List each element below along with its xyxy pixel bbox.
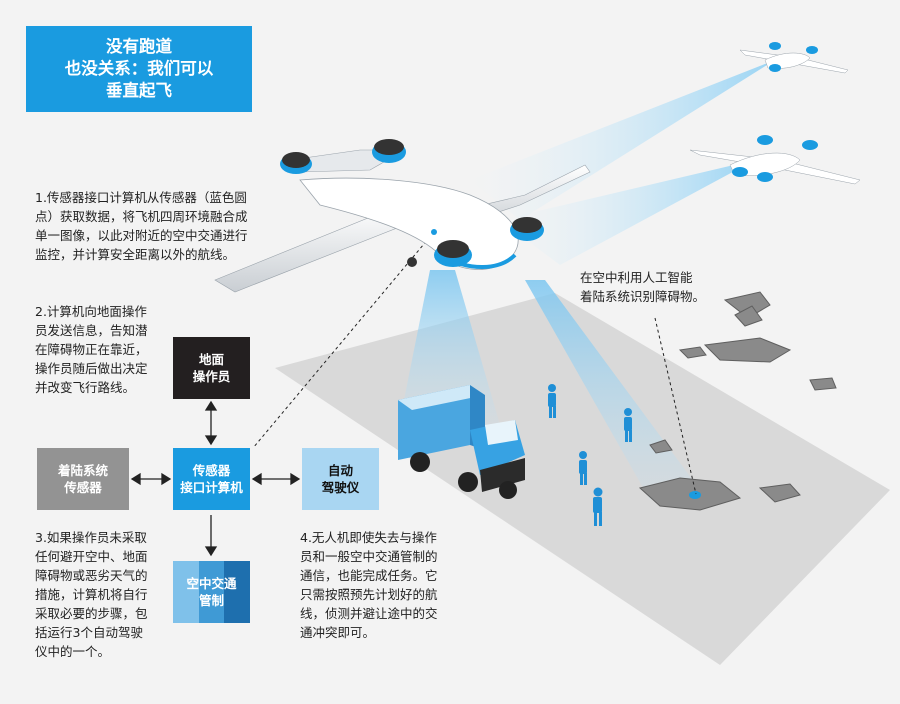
ai-landing-note: 在空中利用人工智能 着陆系统识别障碍物。 — [580, 270, 706, 304]
title-line-2: 也没关系：我们可以 — [64, 59, 214, 78]
sensor-beam — [470, 60, 775, 220]
step-2-note: 2.计算机向地面操作 员发送信息，告知潜 在障碍物正在靠近， 操作员随后做出决定… — [35, 304, 148, 395]
title-line-1: 没有跑道 — [106, 37, 172, 56]
atc-stripe — [224, 561, 250, 623]
atc-stripe — [173, 561, 199, 623]
step-3-note: 3.如果操作员未采取 任何避开空中、地面 障碍物或恶劣天气的 措施，计算机将自行… — [35, 530, 148, 659]
title-line-3: 垂直起飞 — [106, 81, 172, 100]
air-traffic-control-box: 空中交通 管制 — [173, 561, 250, 623]
sensor-interface-computer-box: 传感器 接口计算机 — [173, 448, 250, 510]
sensor-dot — [689, 491, 701, 499]
distant-drone-illustration — [739, 42, 849, 74]
sensor-beam — [500, 160, 755, 265]
callout-line — [654, 317, 697, 495]
atc-stripes — [173, 561, 250, 623]
title-banner: 没有跑道 也没关系：我们可以 垂直起飞 — [26, 26, 252, 112]
atc-stripe — [198, 561, 225, 623]
people-illustration — [548, 384, 632, 526]
main-drone-illustration — [214, 139, 591, 293]
sensor-beam — [400, 270, 500, 425]
truck-illustration — [398, 385, 525, 499]
rotor-pods — [280, 139, 544, 267]
ground-operator-box: 地面 操作员 — [173, 337, 250, 399]
callout-line — [252, 231, 435, 449]
autopilot-box: 自动 驾驶仪 — [302, 448, 379, 510]
landing-system-sensor-box: 着陆系统 传感器 — [37, 448, 129, 510]
step-4-note: 4.无人机即使失去与操作 员和一般空中交通管制的 通信，也能完成任务。它 只需按… — [300, 530, 438, 640]
flow-arrows — [130, 400, 301, 557]
distant-drone-illustration — [689, 135, 861, 185]
step-1-note: 1.传感器接口计算机从传感器（蓝色圆 点）获取数据，将飞机四周环境融合成 单一图… — [35, 190, 248, 262]
